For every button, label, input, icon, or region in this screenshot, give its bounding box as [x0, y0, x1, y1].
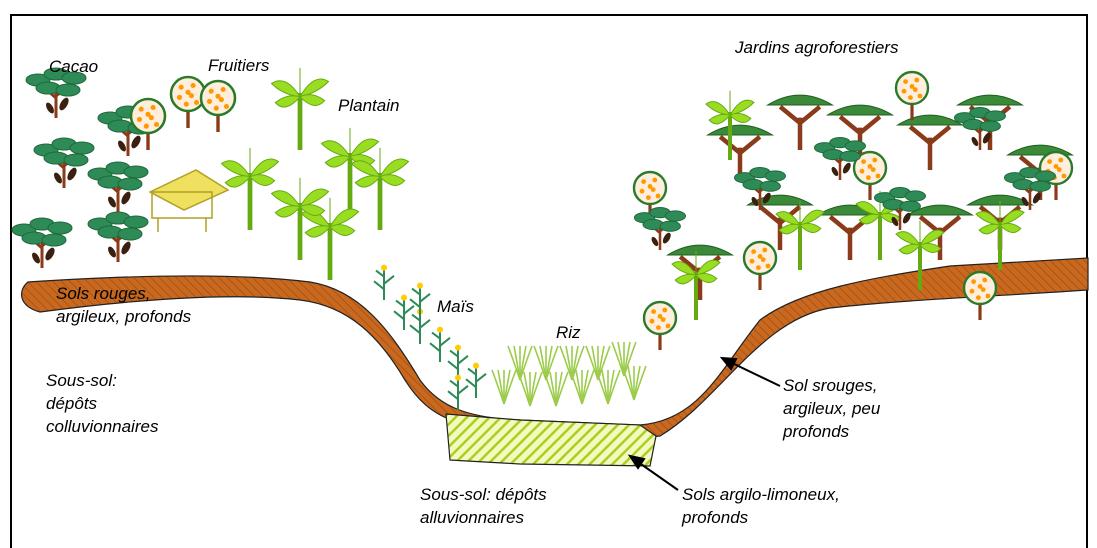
hut-icon — [150, 170, 228, 232]
fruit-tree-icon — [896, 72, 928, 120]
maize-icon — [410, 283, 430, 318]
fruit-tree-icon — [171, 77, 205, 128]
label-fruitiers: Fruitiers — [208, 55, 269, 76]
rice-icon — [534, 346, 558, 380]
label-sol-srouges-1: Sol srouges, — [783, 375, 878, 396]
label-riz: Riz — [556, 322, 581, 343]
label-argilo-limoneux-1: Sols argilo-limoneux, — [682, 484, 840, 505]
plantain-icon — [272, 68, 329, 150]
label-plantain: Plantain — [338, 95, 399, 116]
cacao-tree-icon — [12, 218, 72, 268]
arrow-argilo-limoneux — [630, 456, 678, 490]
rice-icon — [586, 346, 610, 380]
cacao-tree-icon — [955, 108, 1006, 151]
label-sol-srouges-2: argileux, peu — [783, 398, 880, 419]
plantain-icon — [776, 201, 824, 270]
maize-icon — [448, 375, 468, 410]
maize-icon — [430, 327, 450, 362]
rice-icon — [492, 370, 516, 404]
cacao-tree-icon — [88, 212, 148, 262]
fruit-tree-icon — [744, 242, 776, 290]
cacao-tree-icon — [875, 188, 926, 231]
plantain-icon — [672, 251, 720, 320]
rice-icon — [508, 346, 532, 380]
label-soussol-colluv-1: Sous-sol: — [46, 370, 117, 391]
plantain-icon — [352, 148, 409, 230]
cacao-tree-icon — [88, 162, 148, 212]
maize-icon — [466, 363, 486, 398]
label-cacao: Cacao — [49, 56, 98, 77]
label-soussol-alluv-1: Sous-sol: dépôts — [420, 484, 547, 505]
maize-icon — [374, 265, 394, 300]
plantain-icon — [976, 201, 1024, 270]
red-soil-band — [22, 258, 1088, 437]
label-sols-rouges-2: argileux, profonds — [56, 306, 191, 327]
cacao-tree-icon — [635, 208, 686, 251]
fruit-tree-icon — [964, 272, 996, 320]
label-soussol-colluv-2: dépôts — [46, 393, 97, 414]
label-jardins-agroforestiers: Jardins agroforestiers — [735, 37, 898, 58]
plantain-icon — [222, 148, 279, 230]
label-sols-rouges-1: Sols rouges, — [56, 283, 151, 304]
alluvial-deposit — [446, 414, 656, 466]
label-argilo-limoneux-2: profonds — [682, 507, 748, 528]
label-soussol-colluv-3: colluvionnaires — [46, 416, 158, 437]
forest-tree-icon — [768, 95, 833, 150]
fruit-tree-icon — [201, 81, 235, 132]
forest-tree-icon — [898, 115, 963, 170]
cacao-tree-icon — [34, 138, 94, 188]
label-sol-srouges-3: profonds — [783, 421, 849, 442]
rice-icon — [560, 346, 584, 380]
label-mais: Maïs — [437, 296, 474, 317]
rice-icon — [612, 342, 636, 376]
label-soussol-alluv-2: alluvionnaires — [420, 507, 524, 528]
fruit-tree-icon — [644, 302, 676, 350]
